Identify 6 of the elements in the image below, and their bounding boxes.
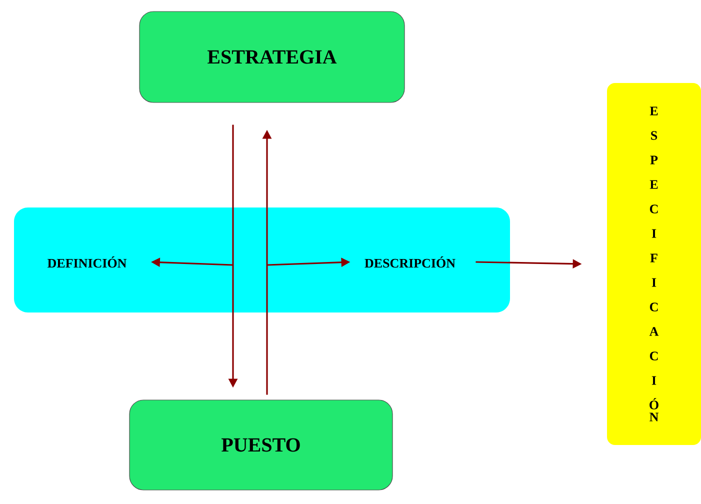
process-box: ESTRATEGIA bbox=[139, 11, 405, 103]
node-label: DEFINICIÓN bbox=[48, 256, 127, 268]
process-box: PUESTO bbox=[129, 400, 393, 490]
vertical-text-box: ESPECIFICACIÓN bbox=[607, 83, 701, 445]
band-background bbox=[14, 208, 510, 312]
node-label: DESCRIPCIÓN bbox=[364, 256, 456, 268]
